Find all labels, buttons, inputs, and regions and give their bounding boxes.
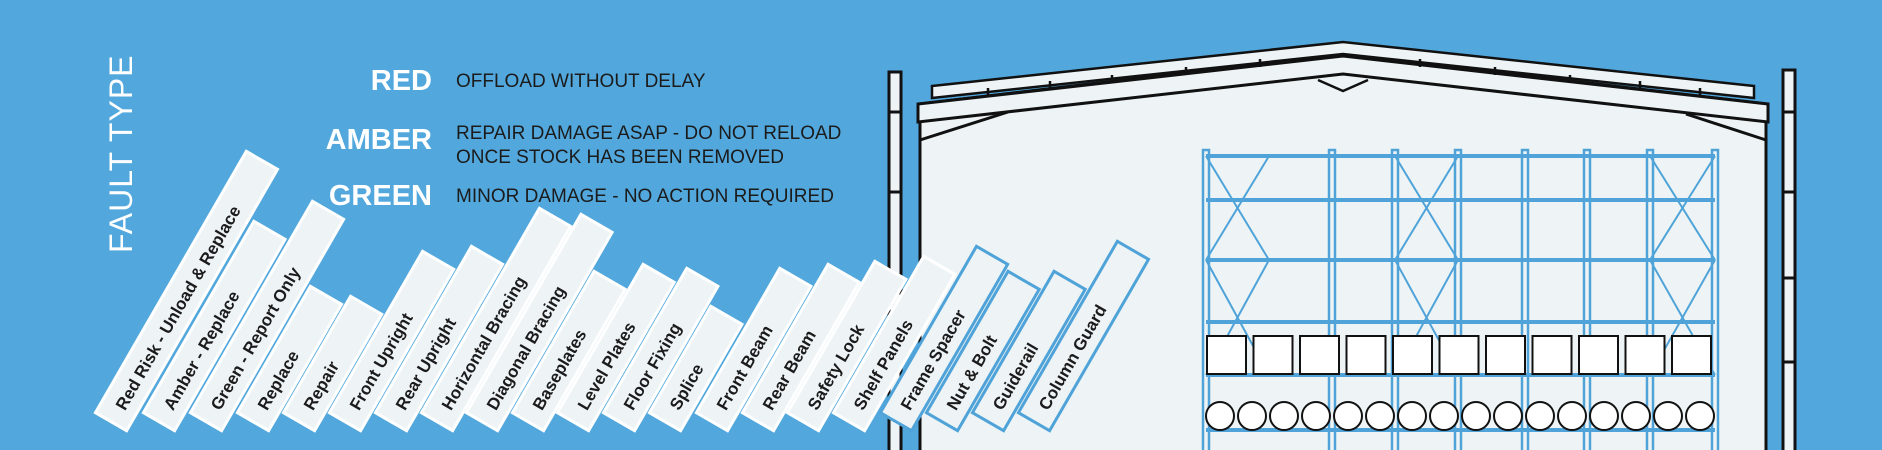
pallet-drum	[1589, 401, 1619, 431]
pallet-drum	[1269, 401, 1299, 431]
legend-desc-red: OFFLOAD WITHOUT DELAY	[456, 64, 706, 94]
building-right-column	[1781, 68, 1797, 450]
fault-tag: Rear Beam	[740, 262, 862, 433]
legend-key-red: RED	[370, 65, 432, 97]
legend-desc-line: OFFLOAD WITHOUT DELAY	[456, 71, 706, 92]
rack-brace	[1205, 155, 1270, 261]
pallet-drum	[1365, 401, 1395, 431]
pallet-racking	[1201, 148, 1720, 450]
fault-tag-panel	[785, 259, 909, 433]
fault-tag-panel	[141, 219, 288, 433]
roof-eave	[916, 54, 1770, 124]
legend-desc-green: MINOR DAMAGE - NO ACTION REQUIRED	[456, 179, 834, 209]
rack-brace	[1394, 155, 1459, 261]
pallet-drum	[1333, 401, 1363, 431]
fault-tag-panel	[188, 199, 346, 433]
roof-purlins	[986, 59, 1702, 96]
fault-tag-panel	[464, 212, 615, 433]
fault-tag-panel	[93, 149, 280, 433]
fault-tag-panel	[235, 284, 344, 433]
fault-tag-panel	[1016, 239, 1151, 433]
fault-tag-panel	[694, 266, 813, 433]
pallet-drum	[1525, 401, 1555, 431]
rack-upright	[1201, 148, 1211, 450]
legend-red: RED OFFLOAD WITHOUT DELAY	[232, 64, 706, 98]
pallet-drum	[1653, 401, 1683, 431]
pallet-drum	[1621, 401, 1651, 431]
rack-upright	[1582, 148, 1592, 450]
pallet-box	[1624, 335, 1666, 375]
rack-upright	[1710, 148, 1720, 450]
pallet-drum	[1301, 401, 1331, 431]
legend-desc-amber: REPAIR DAMAGE ASAP - DO NOT RELOAD ONCE …	[456, 122, 841, 170]
pallet-drum	[1237, 401, 1267, 431]
fault-tag-panel	[970, 269, 1088, 433]
pallet-drum	[1397, 401, 1427, 431]
roof-top	[930, 40, 1756, 100]
fault-tag-panel	[373, 244, 505, 433]
pallet-drum	[1685, 401, 1715, 431]
pallet-drum	[1493, 401, 1523, 431]
rack-upright	[1327, 148, 1337, 450]
pallet-box	[1531, 335, 1573, 375]
pallet-box	[1438, 335, 1480, 375]
rack-upright	[1520, 148, 1530, 450]
fault-tag-panel	[419, 206, 573, 433]
rack-upright	[1390, 148, 1400, 450]
legend-amber: AMBER REPAIR DAMAGE ASAP - DO NOT RELOAD…	[232, 122, 842, 170]
fault-tag-panel	[740, 262, 862, 433]
pallet-box	[1345, 335, 1387, 375]
legend-desc-line: REPAIR DAMAGE ASAP - DO NOT RELOAD	[456, 123, 842, 144]
pallet-drum	[1557, 401, 1587, 431]
roof-truss-right	[1685, 112, 1767, 142]
fault-tag-panel	[878, 244, 1010, 433]
rack-brace	[1649, 155, 1716, 261]
fault-tag-panel	[510, 269, 628, 433]
pallet-box	[1485, 335, 1526, 375]
legend-key-green: GREEN	[328, 180, 432, 212]
pallet-drum	[1429, 401, 1459, 431]
pallet-box	[1252, 335, 1294, 375]
pallet-box	[1299, 335, 1340, 375]
fault-tag-panel	[924, 269, 1042, 433]
fault-tag-panel	[281, 294, 384, 433]
roof-truss-left	[919, 110, 1009, 142]
rack-upright	[1645, 148, 1655, 450]
pallet-box	[1392, 335, 1433, 375]
pallet-box	[1671, 335, 1712, 375]
ridge-bracket	[1317, 78, 1369, 93]
fault-tag-panel	[601, 266, 720, 433]
fault-tag: Nut & Bolt	[924, 269, 1042, 433]
pallet-drum	[1205, 401, 1235, 431]
legend-green: GREEN MINOR DAMAGE - NO ACTION REQUIRED	[232, 179, 834, 213]
pallet-box	[1206, 335, 1247, 375]
legend-desc-line: MINOR DAMAGE - NO ACTION REQUIRED	[456, 186, 834, 207]
fault-tag-panel	[831, 254, 957, 433]
pallet-drum	[1461, 401, 1491, 431]
fault-tag-panel	[555, 262, 677, 433]
pallet-box	[1578, 335, 1619, 375]
fault-tag-panel	[647, 304, 745, 433]
rack-upright	[1453, 148, 1463, 450]
fault-tag-panel	[327, 249, 456, 433]
legend-desc-line: ONCE STOCK HAS BEEN REMOVED	[456, 147, 784, 168]
legend-key-amber: AMBER	[325, 124, 432, 156]
